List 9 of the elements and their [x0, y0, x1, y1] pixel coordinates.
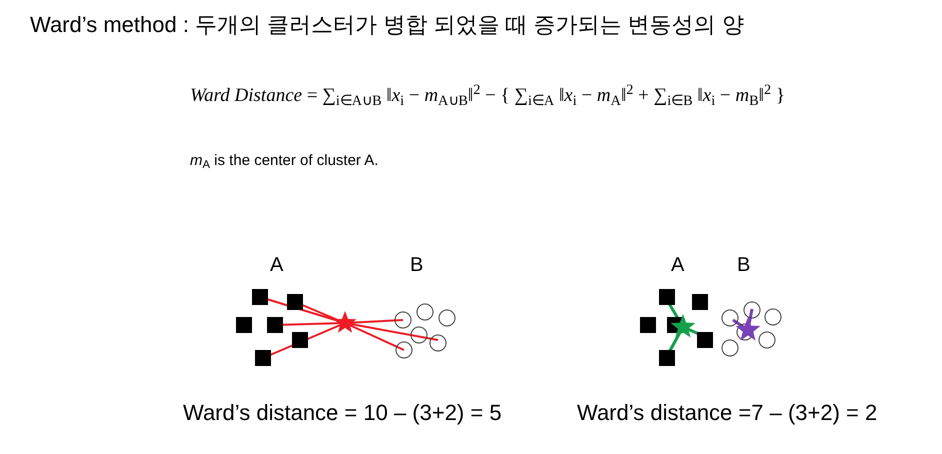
- formula: Ward Distance = ∑$_{i∈A∪B}$ ‖x$_{i}$ − m$_{A∪B}$‖$^{2}$ − { ∑$_{i∈A}$ ‖x$_{i}$ − m$_{A}$‖$^{2}$ + ∑$_{i∈B}$ ‖x$_{i}$ − m$_{B}$‖$^{2}$ }: [190, 82, 785, 110]
- cluster-label: B: [410, 253, 424, 278]
- distance-caption: Ward’s distance =7 – (3+2) = 2: [577, 399, 878, 427]
- cluster-label: B: [737, 253, 750, 278]
- title: Ward’s method : 두개의 클러스터가 병합 되었을 때 증가되는 변동성의 양: [30, 11, 744, 39]
- cluster-label: A: [270, 253, 284, 278]
- formula-note: m$_{A}$ is the center of cluster A.: [190, 151, 378, 172]
- cluster-label: A: [671, 253, 684, 278]
- distance-caption: Ward’s distance = 10 – (3+2) = 5: [183, 399, 502, 427]
